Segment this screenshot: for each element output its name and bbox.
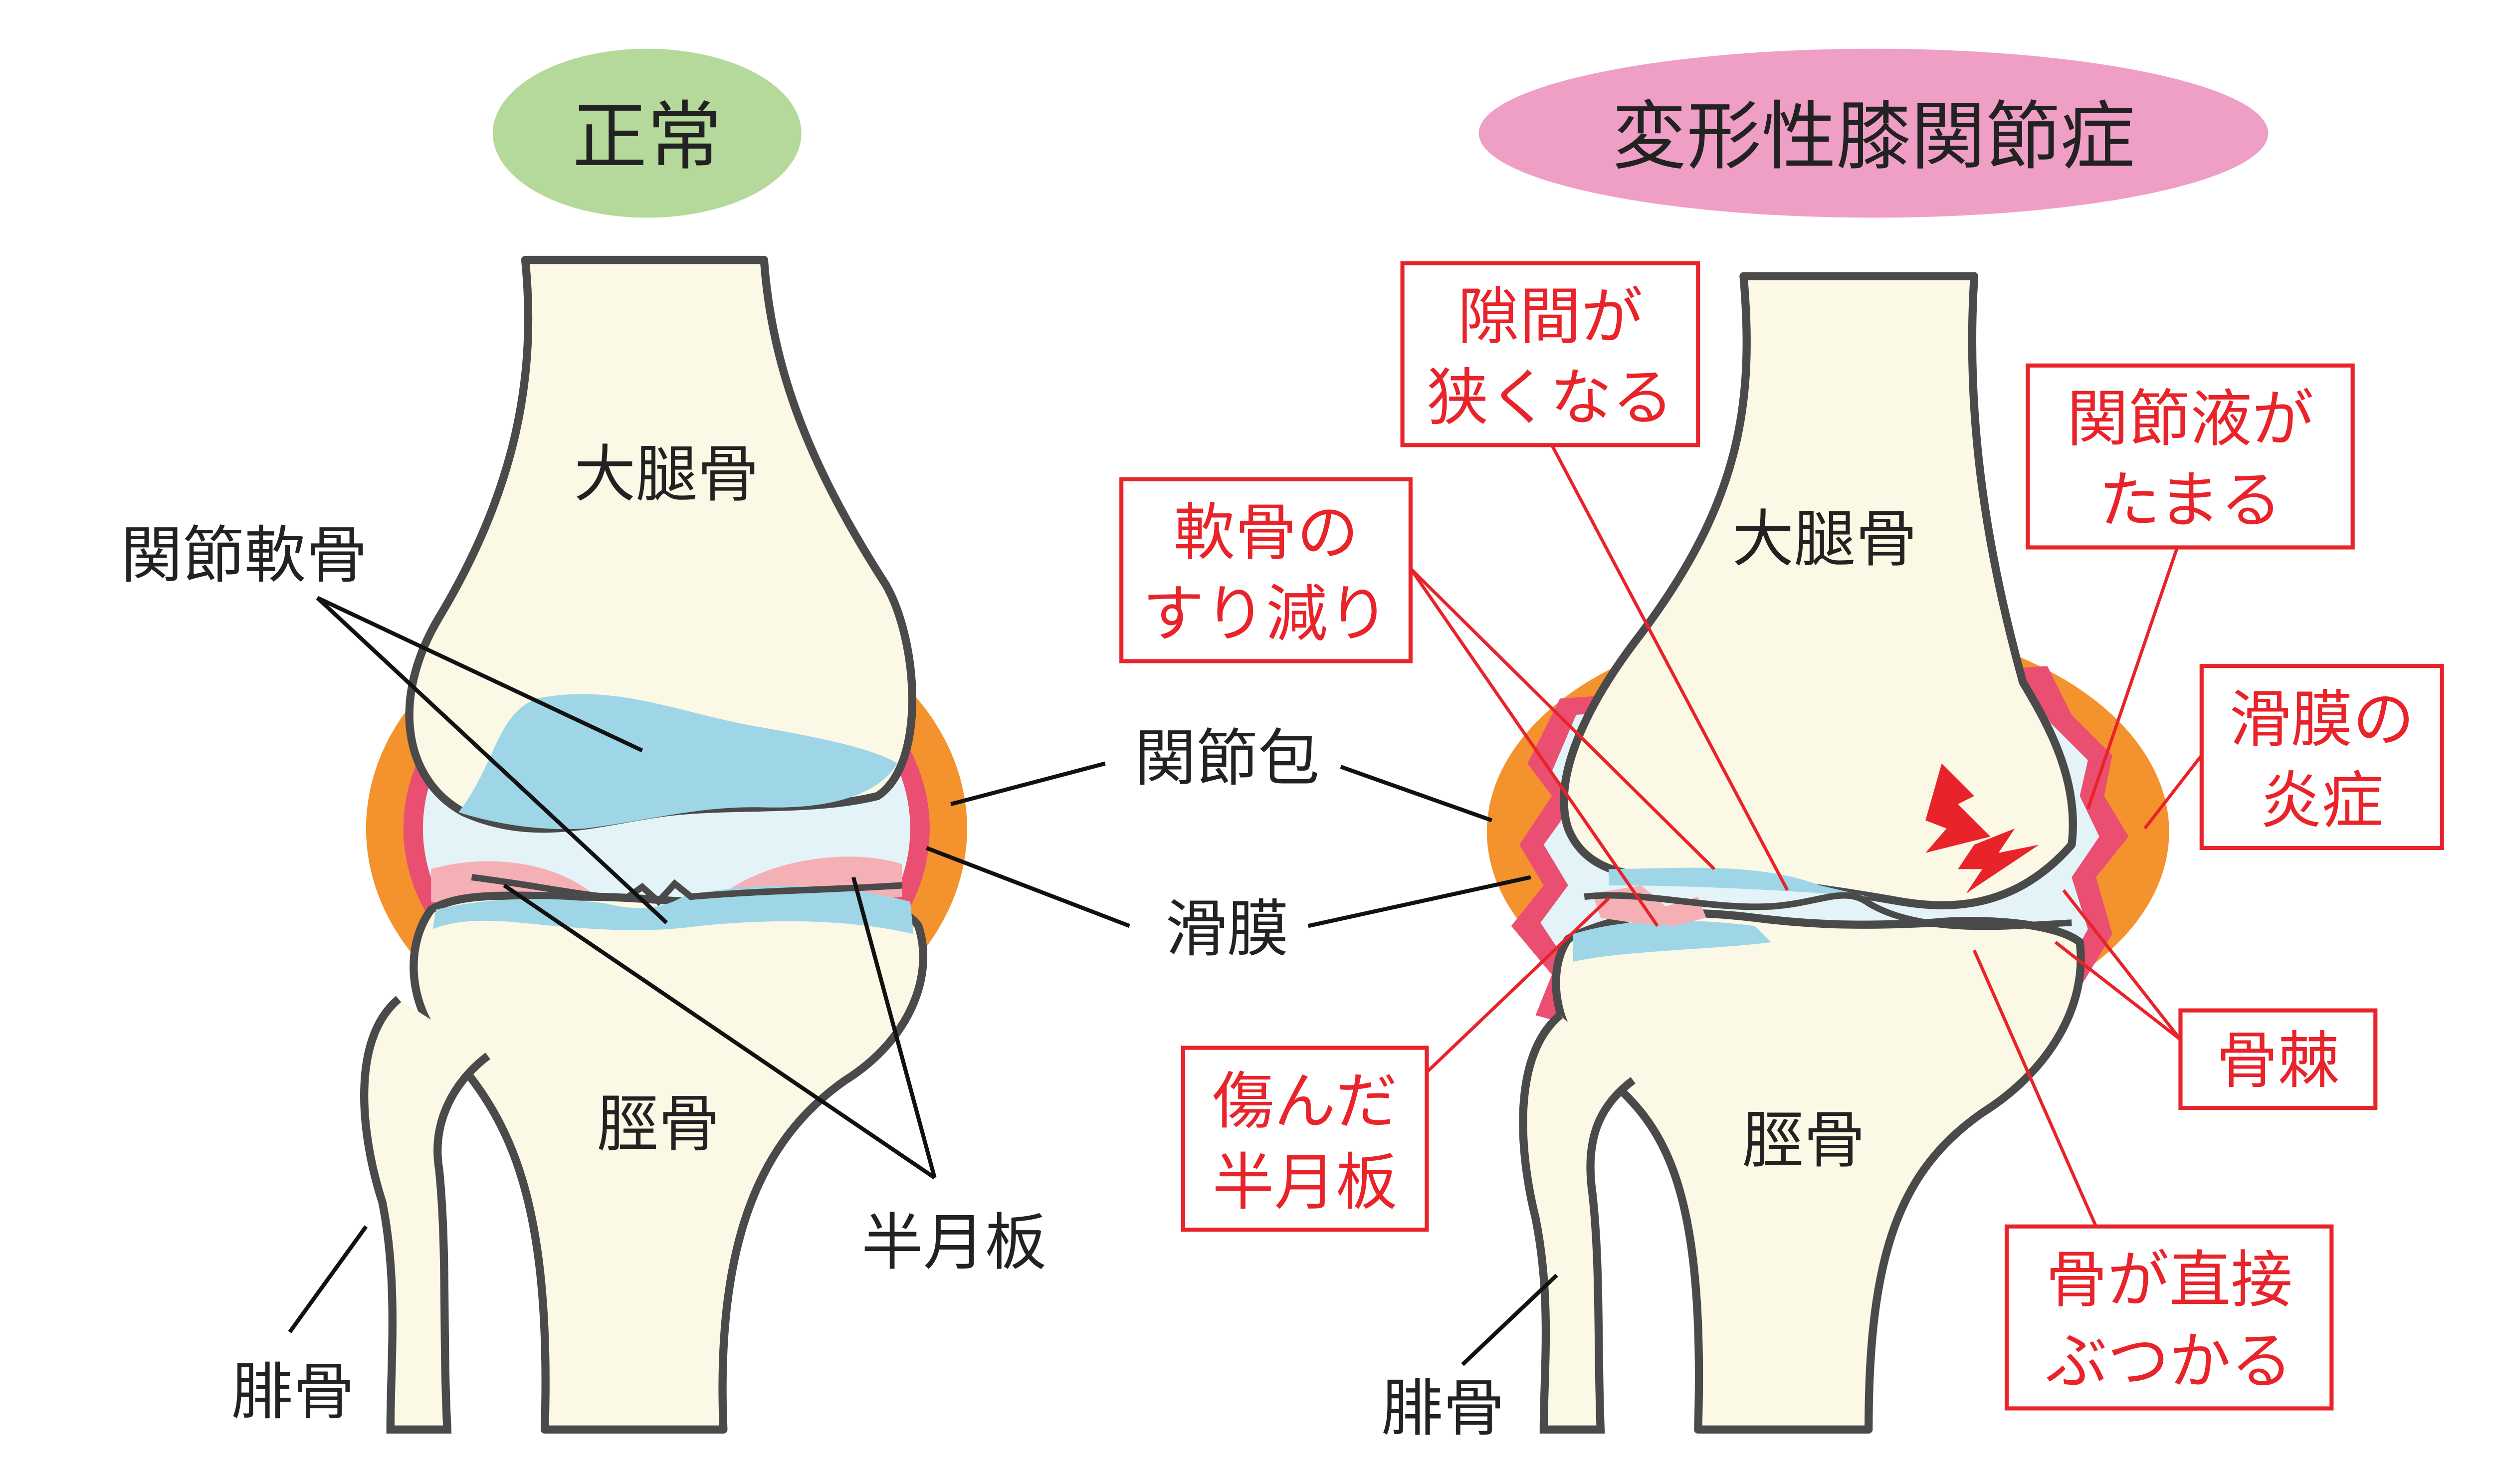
normal-femur-label: 大腿骨	[574, 438, 759, 510]
callout-gap-line2: 狭くなる	[1427, 362, 1673, 434]
normal-meniscus-label: 半月板	[861, 1207, 1046, 1279]
oa-black-leader-lines	[1307, 765, 1558, 1366]
callout-contact-line1: 骨が直接	[2046, 1245, 2292, 1316]
callout-meniscus-line1: 傷んだ	[1213, 1065, 1398, 1137]
oa-red-leader-lines	[1409, 444, 2203, 1228]
callout-synovitis-line1: 滑膜の	[2229, 684, 2414, 756]
callout-osteophyte-box	[2178, 1008, 2378, 1110]
callout-contact-line2: ぶつかる	[2046, 1325, 2292, 1397]
normal-synovium-label: 滑膜	[1165, 893, 1289, 965]
normal-fibula-label: 腓骨	[231, 1356, 355, 1428]
callout-gap-box	[1400, 261, 1700, 447]
oa-callout-texts: 隙間が 狭くなる 関節液が たまる 軟骨の すり減り 滑膜の 炎症 骨棘 傷んだ…	[1143, 281, 2415, 1397]
normal-tibia-label: 脛骨	[597, 1088, 720, 1160]
oa-fibula-label: 腓骨	[1381, 1373, 1505, 1445]
normal-tibia-cartilage	[432, 885, 914, 934]
normal-badge	[492, 48, 802, 218]
oa-knee: 変形性膝関節症 大腿骨 脛骨 腓骨	[1119, 48, 2444, 1445]
oa-tibia-label: 脛骨	[1742, 1104, 1866, 1176]
normal-joint-line	[471, 874, 902, 906]
normal-cartilage-label: 関節軟骨	[121, 520, 368, 592]
normal-badge-text: 正常	[572, 94, 722, 181]
oa-callout-boxes	[1119, 261, 2444, 1411]
oa-tibia	[1552, 909, 2085, 1434]
normal-fibula	[360, 996, 491, 1434]
oa-tibia-cartilage	[1573, 920, 1771, 962]
callout-cartilage-line2: すり減り	[1143, 578, 1390, 650]
callout-cartilage-line1: 軟骨の	[1173, 497, 1358, 569]
oa-fibula	[1519, 1012, 1636, 1434]
callout-gap-line1: 隙間が	[1457, 281, 1643, 353]
oa-badge-text: 変形性膝関節症	[1612, 94, 2135, 181]
normal-capsule-label: 関節包	[1134, 723, 1319, 795]
callout-fluid-box	[2026, 363, 2355, 550]
callout-cartilage-box	[1119, 477, 1413, 663]
callout-meniscus-box	[1181, 1046, 1429, 1232]
normal-leader-lines	[288, 596, 1130, 1333]
normal-knee: 正常 大腿骨 脛骨 腓骨 関節軟骨 関節包 滑膜 半月板	[121, 48, 1319, 1434]
callout-meniscus-line2: 半月板	[1213, 1147, 1398, 1219]
oa-joint-line	[1584, 892, 2072, 930]
callout-contact-box	[2004, 1224, 2334, 1411]
pain-lightning-icon	[1925, 763, 2040, 894]
normal-femur-cartilage	[458, 694, 897, 830]
oa-badge	[1478, 48, 2269, 218]
oa-femur-label: 大腿骨	[1732, 504, 1917, 576]
callout-fluid-line1: 関節液が	[2067, 384, 2314, 455]
callout-fluid-line2: たまる	[2098, 464, 2282, 536]
callout-synovitis-line2: 炎症	[2260, 765, 2384, 837]
callout-osteophyte-text: 骨棘	[2216, 1025, 2340, 1097]
normal-tibia	[410, 891, 928, 1434]
oa-femur-cartilage	[1609, 867, 1869, 897]
